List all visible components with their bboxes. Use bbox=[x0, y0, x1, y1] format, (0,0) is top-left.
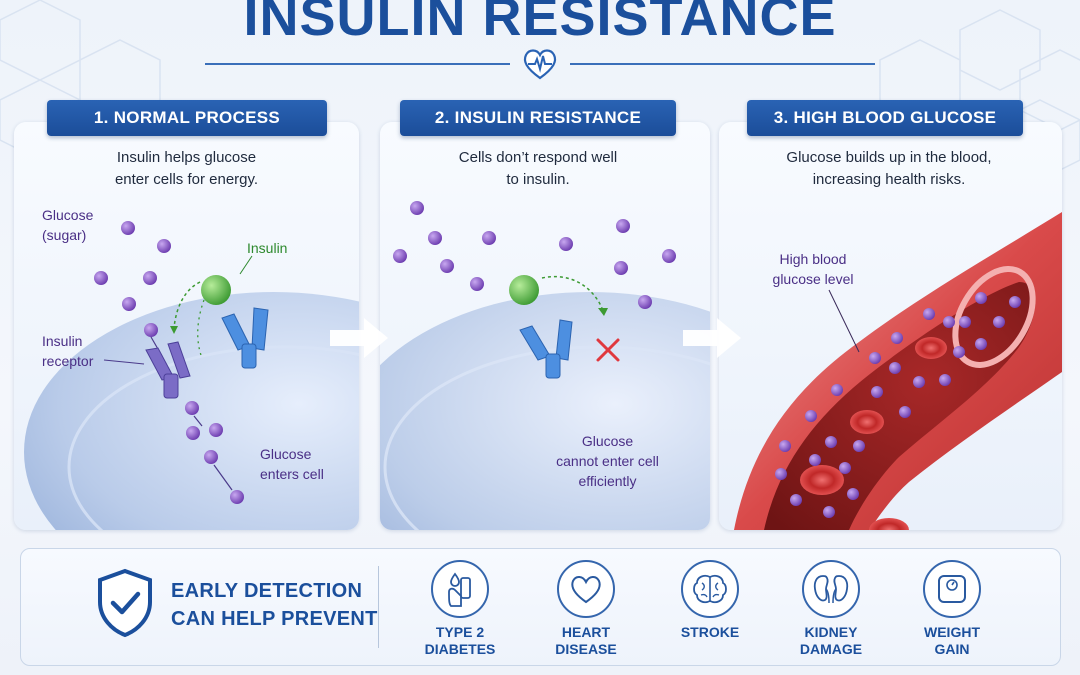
glucose-cannot-enter-label: Glucose cannot enter cell efficiently bbox=[556, 433, 659, 489]
insulin-molecule bbox=[509, 275, 539, 305]
glucose-enters-cell-label: Glucose enters cell bbox=[260, 446, 324, 482]
arrow-right-icon bbox=[683, 318, 741, 358]
step-2-description: Cells don’t respond well to insulin. bbox=[458, 149, 618, 188]
receptor-blue-shape bbox=[519, 319, 573, 379]
title-rule-left bbox=[205, 63, 510, 65]
insulin-molecule bbox=[201, 275, 231, 305]
cell-body bbox=[380, 292, 710, 530]
arrow-right-icon bbox=[330, 318, 388, 358]
risk-stroke: STROKE bbox=[655, 560, 765, 641]
early-detection-headline: EARLY DETECTION CAN HELP PREVENT bbox=[171, 580, 378, 630]
insulin-label: Insulin bbox=[247, 240, 288, 256]
high-blood-glucose-label: High blood glucose level bbox=[772, 251, 854, 287]
panel-high-blood-glucose bbox=[719, 122, 1062, 530]
scale-icon bbox=[938, 575, 966, 603]
insulin-resistance-illustration bbox=[380, 201, 710, 530]
footer-divider bbox=[378, 566, 379, 648]
prevention-footer bbox=[20, 548, 1061, 666]
heartbeat-heart-icon bbox=[523, 49, 557, 80]
step-3-description: Glucose builds up in the blood, increasi… bbox=[786, 149, 992, 188]
glucose-label: Glucose (sugar) bbox=[42, 207, 94, 243]
insulin-receptor-label: Insulin receptor bbox=[42, 333, 94, 369]
heart-icon bbox=[571, 576, 601, 604]
panel-normal-process bbox=[14, 122, 359, 530]
panel-insulin-resistance bbox=[380, 122, 710, 530]
kidneys-icon bbox=[813, 575, 849, 604]
page-title: INSULIN RESISTANCE bbox=[243, 0, 837, 47]
glucose-meter-icon bbox=[448, 572, 471, 607]
shield-check-icon bbox=[98, 568, 152, 638]
step-1-header: 1. NORMAL PROCESS bbox=[47, 100, 327, 136]
blocked-x-icon bbox=[596, 338, 620, 362]
title-rule-right bbox=[570, 63, 875, 65]
insulin-receptor-shape bbox=[145, 341, 191, 399]
step-2-header: 2. INSULIN RESISTANCE bbox=[400, 100, 676, 136]
receptor-blue-shape bbox=[221, 307, 269, 369]
brain-icon bbox=[693, 574, 727, 604]
step-1-description: Insulin helps glucose enter cells for en… bbox=[114, 149, 259, 188]
blood-vessel-illustration bbox=[734, 212, 1062, 530]
step-3-header: 3. HIGH BLOOD GLUCOSE bbox=[747, 100, 1023, 136]
normal-process-illustration bbox=[24, 221, 359, 530]
